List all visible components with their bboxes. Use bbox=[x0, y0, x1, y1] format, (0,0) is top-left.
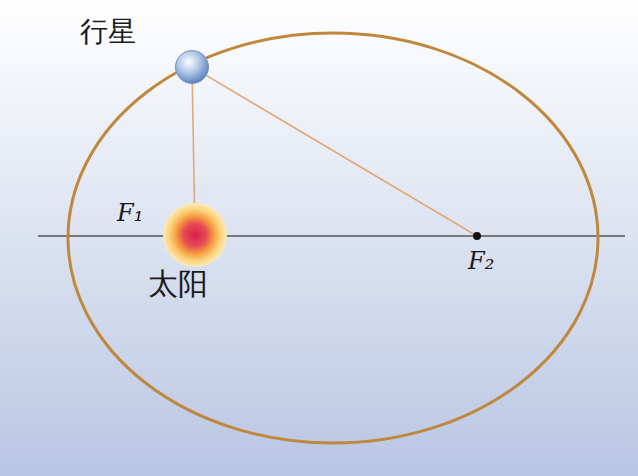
planet-circle-shape bbox=[175, 50, 209, 84]
radius-line bbox=[192, 84, 194, 203]
sun-circle-shape bbox=[163, 203, 227, 267]
sun-label: 太阳 bbox=[148, 269, 208, 299]
sun-ball bbox=[163, 203, 227, 267]
focus-label: F₂ bbox=[468, 249, 494, 273]
major-axis bbox=[38, 235, 625, 237]
planet-circle: 行星 bbox=[175, 50, 209, 84]
focus-dot-shape bbox=[473, 232, 481, 240]
planet-ball bbox=[176, 51, 209, 84]
focus-point bbox=[473, 232, 481, 240]
focus-label: F₁ bbox=[117, 201, 143, 225]
sun-circle: F₁太阳 bbox=[163, 203, 227, 267]
radius-line bbox=[207, 76, 474, 234]
focus-dot: F₂ bbox=[473, 232, 481, 240]
planet-label: 行星 bbox=[80, 18, 136, 46]
orbit-ellipse bbox=[68, 33, 598, 443]
